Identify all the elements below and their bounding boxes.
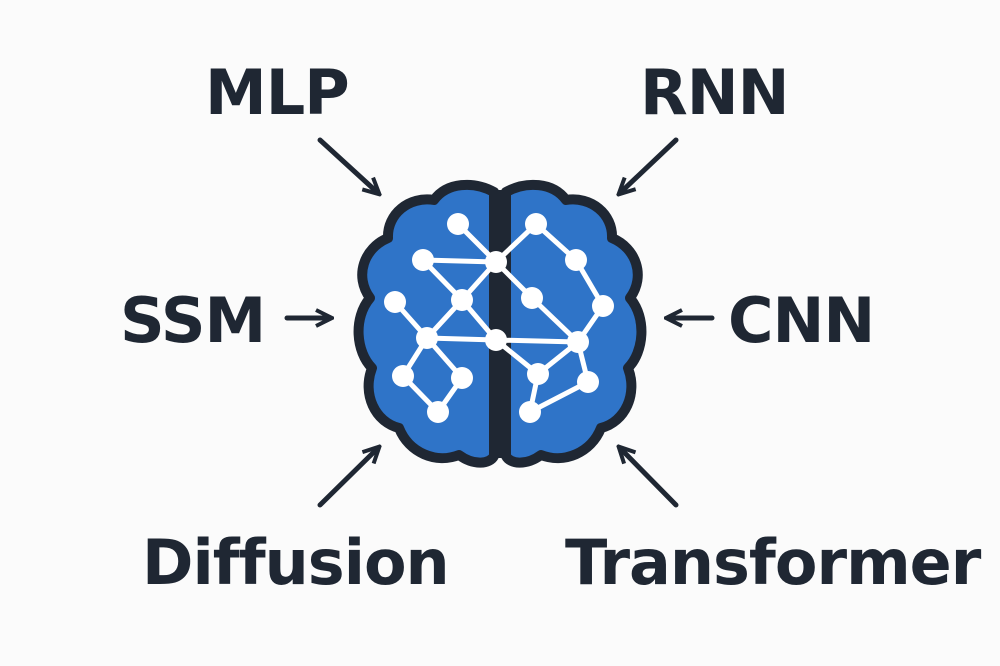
brain-left-hemisphere — [353, 179, 499, 468]
label-cnn: CNN — [728, 284, 875, 357]
label-rnn: RNN — [640, 56, 790, 129]
brain-right-hemisphere — [501, 179, 647, 468]
arrow-diffusion — [317, 448, 378, 508]
label-transformer: Transformer — [565, 526, 981, 599]
label-ssm: SSM — [120, 284, 266, 357]
label-diffusion: Diffusion — [142, 526, 450, 599]
brain-network-icon — [353, 179, 647, 468]
arrow-rnn — [620, 137, 679, 193]
arrow-mlp — [317, 137, 378, 193]
arrow-transformer — [620, 448, 679, 508]
label-mlp: MLP — [205, 56, 350, 129]
neural-network-nodes — [384, 213, 614, 423]
